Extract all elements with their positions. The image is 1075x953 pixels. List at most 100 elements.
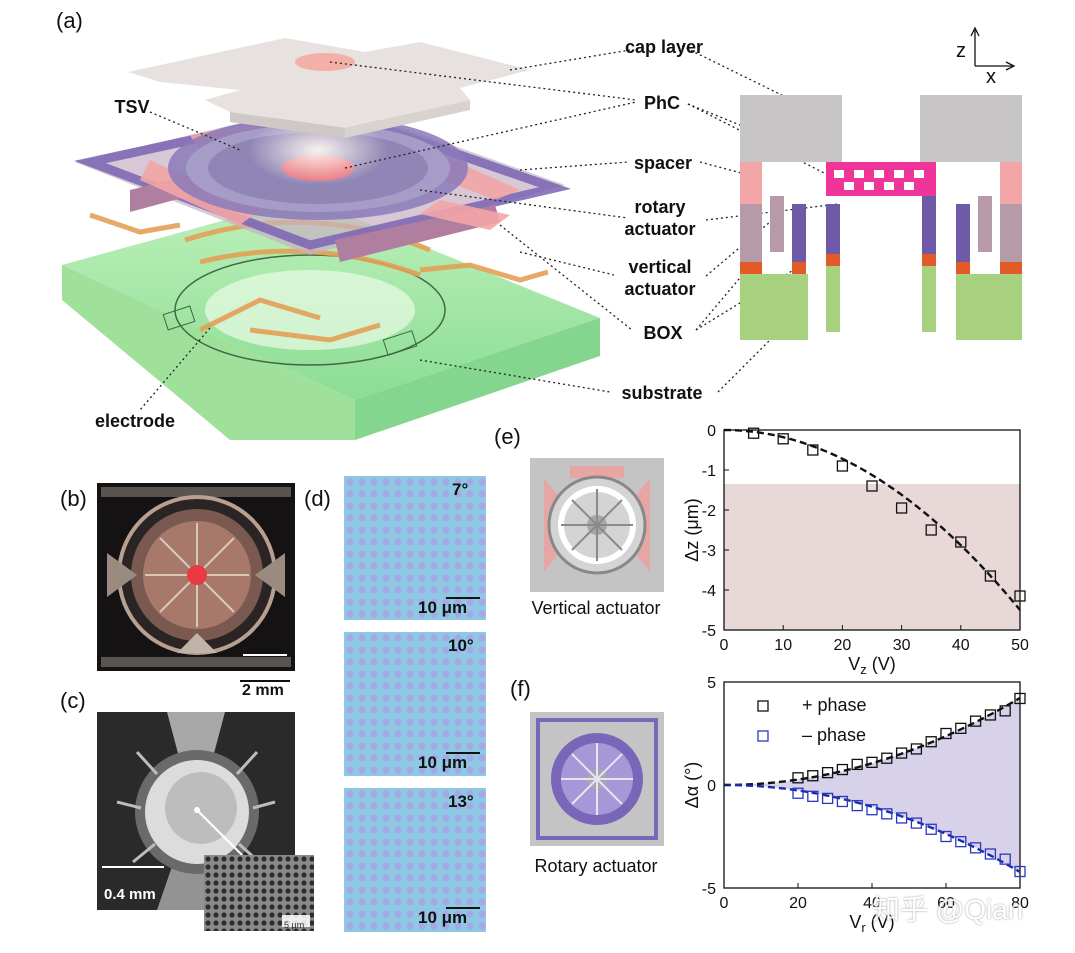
data-point (881, 808, 893, 820)
legend-marker (757, 730, 769, 742)
data-point (1014, 692, 1026, 705)
label-rotary-line2: actuator (624, 219, 696, 239)
angle-label-7: 7° (452, 480, 469, 499)
data-point (866, 804, 878, 816)
micrograph-7deg (344, 476, 486, 620)
watermark: 知乎 @Qian (872, 894, 1024, 925)
data-point (925, 524, 937, 536)
label-rotary-actuator: rotary actuator (608, 196, 712, 240)
panel-label-f: (f) (510, 676, 531, 701)
label-substrate: substrate (621, 383, 703, 403)
data-point (807, 790, 819, 802)
data-point (866, 756, 878, 768)
label-spacer: spacer (633, 153, 693, 173)
panel-label-b: (b) (60, 486, 87, 511)
label-cap-layer: cap layer (624, 37, 704, 57)
data-point (836, 763, 849, 776)
scale-bar-d2-label: 10 μm (418, 753, 468, 772)
cross-box (740, 254, 1022, 274)
y-tick-label: 0 (707, 423, 716, 440)
caption-vertical-actuator: Vertical actuator (531, 598, 661, 618)
scale-bar-d1-label: 10 μm (418, 598, 468, 617)
y-tick-label: -3 (702, 543, 716, 560)
data-point (895, 502, 908, 514)
plot-frame (723, 429, 1021, 631)
y-axis-label: Δα (°) (682, 762, 702, 809)
x-tick-label: 0 (720, 895, 729, 912)
scale-bar-b-label: 2 mm (242, 682, 284, 699)
shaded-envelope (724, 697, 1020, 873)
x-tick-label: 40 (952, 637, 970, 654)
fit-line (723, 428, 1021, 611)
angle-label-13: 13° (448, 792, 474, 811)
x-tick-label: 30 (893, 637, 911, 654)
axis-x-label: x (986, 66, 996, 88)
data-point (984, 709, 997, 721)
x-tick-label: 0 (720, 637, 729, 654)
scale-bar-c-inset-label: 5 μm (284, 920, 305, 930)
scale-bar-d1-line (446, 597, 480, 599)
data-point (881, 752, 893, 764)
label-phc: PhC (644, 93, 680, 113)
scale-bar-d3-label: 10 μm (418, 908, 468, 927)
panel-label-d: (d) (304, 486, 331, 511)
data-point (984, 848, 997, 860)
data-point (910, 817, 923, 829)
data-point (821, 792, 834, 805)
cross-phc (826, 162, 936, 196)
data-point (1014, 865, 1026, 878)
data-point (984, 570, 997, 582)
cross-cap-right (920, 95, 1022, 162)
label-box: BOX (643, 323, 683, 343)
data-point (777, 433, 789, 445)
label-vertical-line1: vertical (628, 257, 692, 277)
data-point (792, 787, 804, 799)
y-tick-label: 0 (707, 778, 716, 795)
x-axis-label: Vz (V) (848, 654, 896, 674)
data-point (1014, 590, 1026, 602)
x-tick-label: 20 (789, 895, 807, 912)
cross-section-diagram (740, 26, 1022, 340)
data-point (925, 736, 937, 748)
panel-label-a: (a) (56, 8, 83, 33)
panel-label-c: (c) (60, 688, 86, 713)
rotary-disk (168, 115, 468, 220)
label-electrode: electrode (94, 411, 176, 431)
data-point (851, 758, 863, 771)
legend-marker (757, 700, 769, 712)
device-photo (97, 483, 295, 671)
axis-z-label: z (956, 40, 966, 62)
data-point (895, 747, 908, 759)
label-vertical-actuator: vertical actuator (608, 256, 712, 300)
data-point (836, 460, 849, 472)
label-rotary-line1: rotary (634, 197, 686, 217)
y-tick-label: -1 (702, 463, 716, 480)
label-vertical-line2: actuator (624, 279, 696, 299)
y-tick-label: -5 (702, 623, 716, 640)
scale-bar-c-line (102, 866, 164, 868)
scale-bar-d2-line (446, 752, 480, 754)
scale-bar-b-line (240, 680, 290, 682)
data-point (821, 766, 834, 779)
caption-rotary-actuator: Rotary actuator (534, 856, 658, 876)
cross-spacer-right (1000, 162, 1022, 204)
vertical-actuator-thumbnail (530, 458, 664, 592)
angle-label-10: 10° (448, 636, 474, 655)
leader-lines (139, 45, 839, 411)
exploded-device-illustration (62, 38, 839, 440)
sem-inset (204, 855, 314, 931)
data-point (999, 853, 1011, 865)
data-point (866, 480, 878, 492)
cross-cap-left (740, 95, 842, 162)
x-tick-label: 80 (1011, 895, 1029, 912)
x-tick-label: 60 (937, 895, 955, 912)
data-point (925, 823, 937, 835)
y-tick-label: -4 (702, 583, 716, 600)
data-point (807, 770, 819, 782)
data-point (940, 727, 952, 740)
axis-icon (970, 26, 1016, 71)
data-point (969, 842, 982, 854)
x-tick-label: 20 (834, 637, 852, 654)
